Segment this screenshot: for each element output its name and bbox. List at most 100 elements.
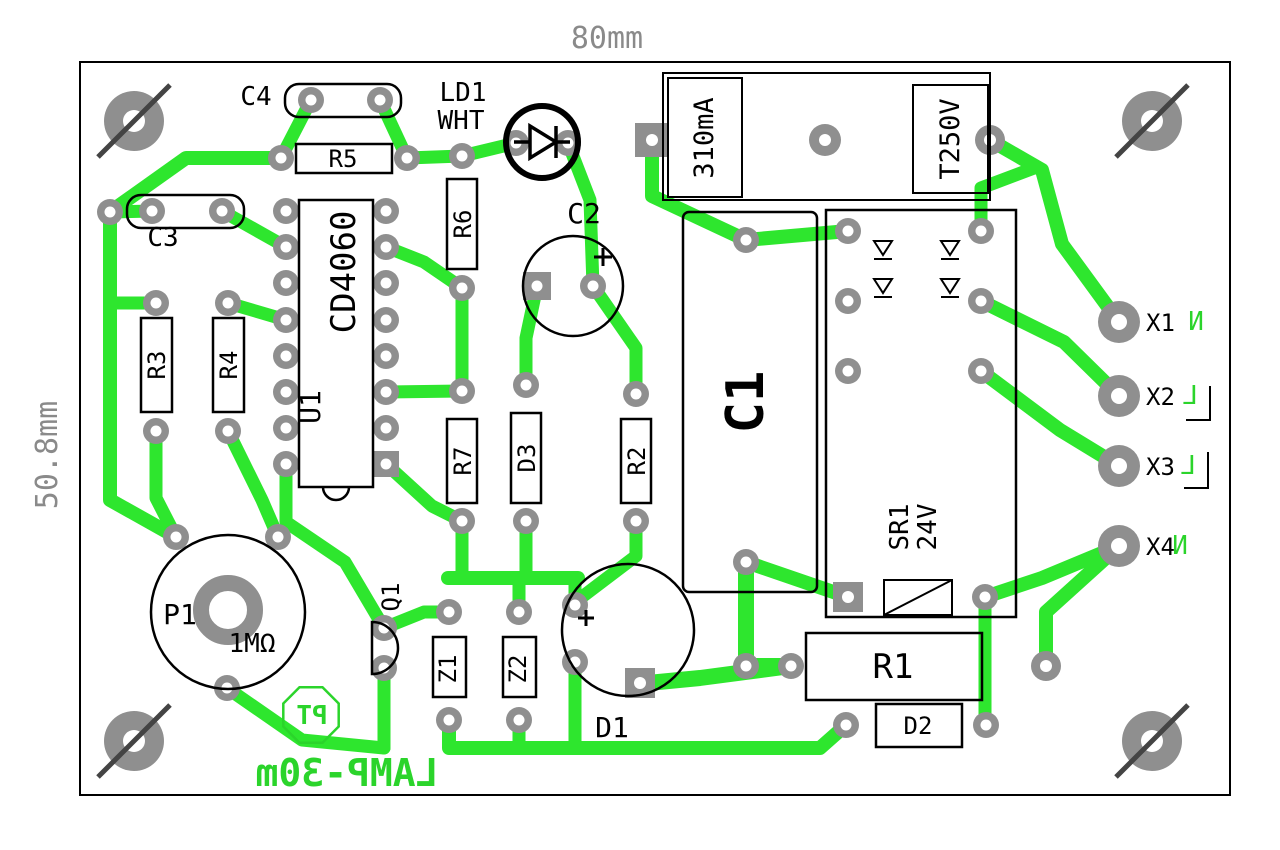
copper-trace: [974, 161, 1041, 238]
pad-hole: [520, 515, 532, 527]
copper-trace: [220, 681, 391, 755]
silkscreen-bracket: [1184, 452, 1209, 489]
ld1-diode-symbol: [514, 122, 570, 162]
pad-hole: [785, 660, 797, 672]
pad-hole: [272, 531, 284, 543]
label-x2: X2: [1146, 383, 1175, 411]
logo-text: PT: [296, 701, 327, 731]
label-ld1: LD1: [440, 78, 487, 108]
copper-trace: [974, 294, 1126, 403]
component-z1-outline: [431, 635, 468, 699]
logo-outline: [282, 686, 340, 744]
component-u1-outline: [297, 198, 375, 489]
pad-hole: [630, 388, 642, 400]
label-fuse-type: T250V: [935, 98, 966, 179]
pad-hole: [587, 280, 599, 292]
label-d1: D1: [595, 711, 629, 744]
pad-hole: [456, 515, 468, 527]
pad-hole: [980, 719, 992, 731]
pad-hole: [280, 205, 292, 217]
label-p1-value: 1MΩ: [229, 629, 276, 659]
label-sr1: SR1: [885, 504, 915, 551]
label-sr1-voltage: 24V: [913, 504, 943, 551]
copper-trace: [586, 279, 643, 401]
pad-hole: [842, 365, 854, 377]
label-fuse-rating: 310mA: [689, 97, 720, 178]
board-name-mirrored: LAMP-30m: [255, 751, 438, 795]
copper-trace: [978, 539, 1126, 604]
label-c2: C2: [567, 197, 601, 230]
component-d1-outline: [560, 562, 696, 698]
pad-hole: [280, 422, 292, 434]
silkscreen-layer: [125, 72, 1211, 749]
component-r4-outline: [211, 316, 246, 414]
label-x3: X3: [1146, 453, 1175, 481]
diode-symbol: [872, 278, 894, 295]
pad-hole: [842, 295, 854, 307]
u1-pin1-notch: [321, 486, 351, 502]
copper-trace: [739, 555, 855, 604]
pad-hole: [630, 515, 642, 527]
component-r3-outline: [139, 316, 174, 414]
pad-hole: [1111, 538, 1127, 554]
pad-hole: [1111, 388, 1127, 404]
pad-hole: [819, 134, 831, 146]
copper-trace: [149, 424, 183, 544]
pad-hole: [146, 205, 158, 217]
pad-hole: [275, 152, 287, 164]
pad-hole: [380, 314, 392, 326]
fuse-holder-outline: [662, 72, 991, 201]
drill-mark: [96, 703, 172, 779]
pad-hole: [443, 714, 455, 726]
pad-hole: [280, 386, 292, 398]
drill-mark: [96, 83, 172, 159]
pad-hole: [280, 458, 292, 470]
component-r5-outline: [294, 142, 394, 175]
pad-hole: [222, 425, 234, 437]
label-r2: R2: [623, 447, 651, 476]
pad-hole: [280, 314, 292, 326]
label-p1: P1: [163, 598, 197, 631]
label-d2: D2: [904, 712, 933, 740]
label-c1: C1: [716, 371, 776, 434]
pad-hole: [305, 94, 317, 106]
label-r3: R3: [143, 351, 171, 380]
label-u1-part: CD4060: [324, 211, 364, 334]
pad-hole: [150, 425, 162, 437]
pad-hole: [222, 297, 234, 309]
pad-hole: [634, 677, 646, 689]
drill-mark: [1114, 703, 1190, 779]
pad-hole: [374, 94, 386, 106]
pad-hole: [380, 458, 392, 470]
copper-trace: [739, 224, 855, 247]
component-c1-outline: [681, 210, 819, 594]
pads-layer: [96, 83, 1190, 779]
label-net-x1: N: [1188, 307, 1204, 337]
component-r7-outline: [445, 417, 479, 505]
label-r4: R4: [215, 351, 243, 380]
label-r7: R7: [449, 447, 477, 476]
pad-hole: [456, 150, 468, 162]
label-r5: R5: [329, 145, 358, 173]
board-height-dimension: 50.8mm: [30, 401, 65, 509]
component-r2-outline: [619, 417, 653, 505]
component-d2-outline: [874, 702, 964, 749]
pad-hole: [280, 350, 292, 362]
pad-hole: [975, 295, 987, 307]
copper-trace: [645, 133, 753, 247]
pad-hole: [280, 277, 292, 289]
pad-hole: [401, 152, 413, 164]
pad-hole: [740, 234, 752, 246]
pad-hole: [170, 531, 182, 543]
label-net-x3: L: [1180, 451, 1196, 481]
label-d3: D3: [513, 444, 541, 473]
pad-hole: [456, 282, 468, 294]
label-z2: Z2: [504, 655, 532, 684]
sr1-coil-symbol: [883, 579, 953, 616]
component-r1-outline: [804, 631, 984, 702]
copper-trace: [1039, 539, 1126, 673]
diode-symbol: [939, 278, 961, 295]
component-ld1-outline: [503, 103, 581, 181]
pad-hole: [520, 379, 532, 391]
pad-hole: [380, 350, 392, 362]
